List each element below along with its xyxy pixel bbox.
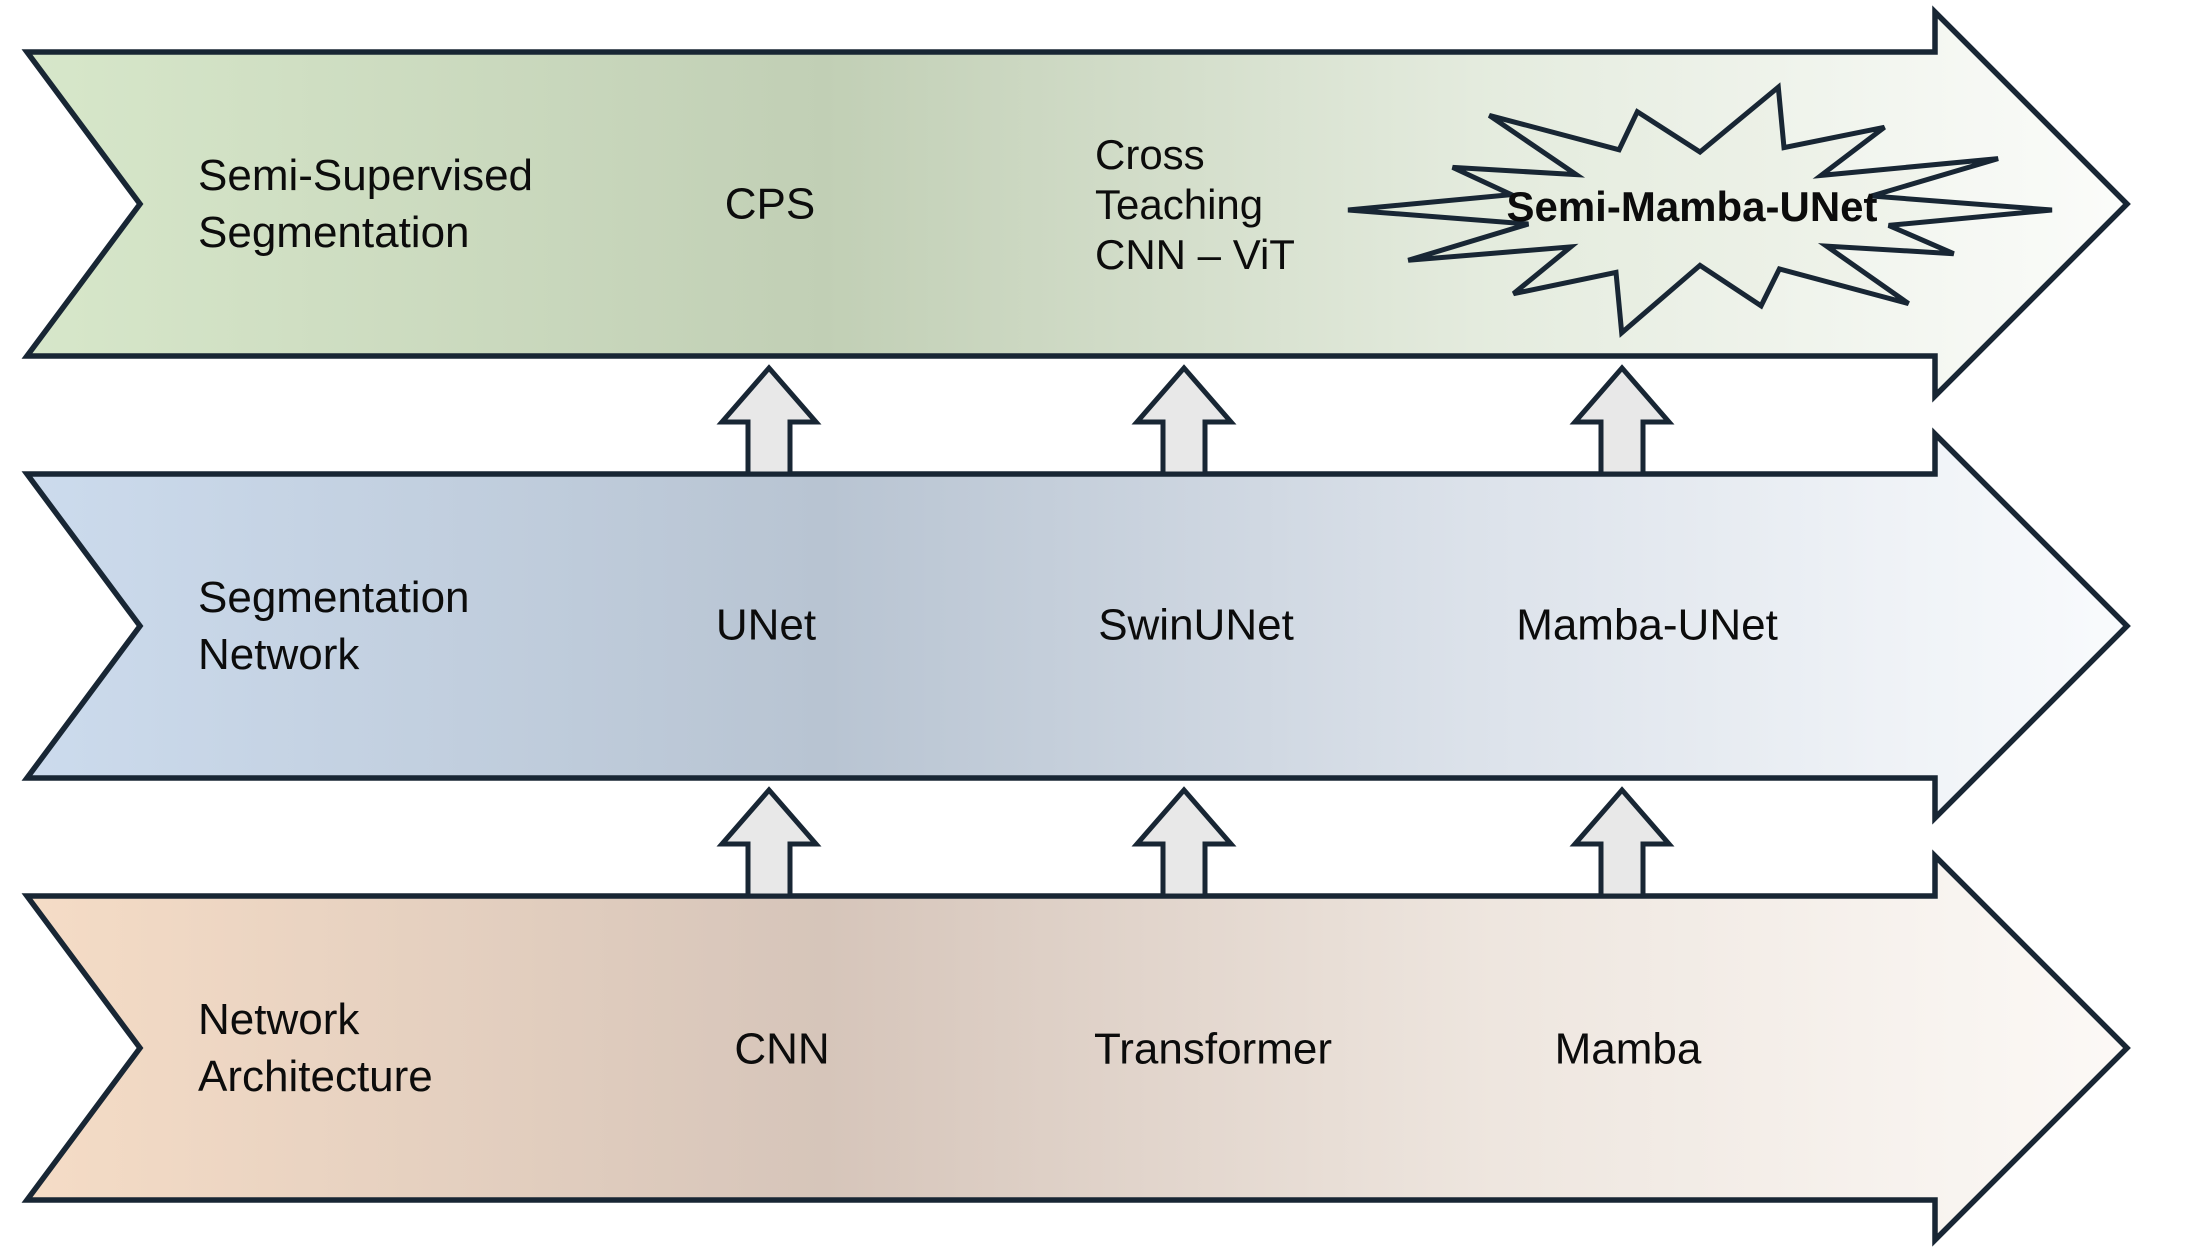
banner-label-network-architecture: Network Architecture <box>198 991 433 1105</box>
up-arrow-icon <box>1131 786 1237 899</box>
banner-arrow-semi-supervised-segmentation <box>21 5 2131 403</box>
up-arrow-icon <box>716 364 822 477</box>
banner-arrow-segmentation-network <box>21 427 2131 825</box>
up-arrow-icon <box>1569 786 1675 899</box>
banner-label-line: Segmentation <box>198 208 470 257</box>
item-semi-mamba-unet: Semi-Mamba-UNet <box>1506 182 1878 230</box>
starburst-explosion-icon <box>1347 82 2053 338</box>
banner-arrow-network-architecture <box>21 849 2131 1247</box>
item-cps: CPS <box>724 179 816 229</box>
item-line: CNN – ViT <box>1095 231 1295 278</box>
banner-label-line: Network <box>198 630 360 679</box>
item-cross-teaching-cnn-vit: Cross Teaching CNN – ViT <box>1095 130 1295 280</box>
up-arrow-icon <box>1569 364 1675 477</box>
up-arrows-group <box>716 364 1675 899</box>
banner-label-line: Semi-Supervised <box>198 151 534 200</box>
banner-label-semi-supervised-segmentation: Semi-Supervised Segmentation <box>198 147 533 261</box>
item-line: Teaching <box>1095 181 1264 228</box>
up-arrow-icon <box>1131 364 1237 477</box>
item-transformer: Transformer <box>1094 1024 1332 1074</box>
item-line: Cross <box>1095 131 1205 178</box>
banner-label-line: Architecture <box>198 1052 433 1101</box>
banner-label-line: Network <box>198 995 360 1044</box>
banner-label-line: Segmentation <box>198 573 470 622</box>
item-mamba-unet: Mamba-UNet <box>1516 600 1778 650</box>
banner-label-segmentation-network: Segmentation Network <box>198 569 470 683</box>
item-swinunet: SwinUNet <box>1098 600 1294 650</box>
up-arrow-icon <box>716 786 822 899</box>
item-unet: UNet <box>715 600 817 650</box>
item-cnn: CNN <box>734 1024 830 1074</box>
item-mamba: Mamba <box>1554 1024 1702 1074</box>
